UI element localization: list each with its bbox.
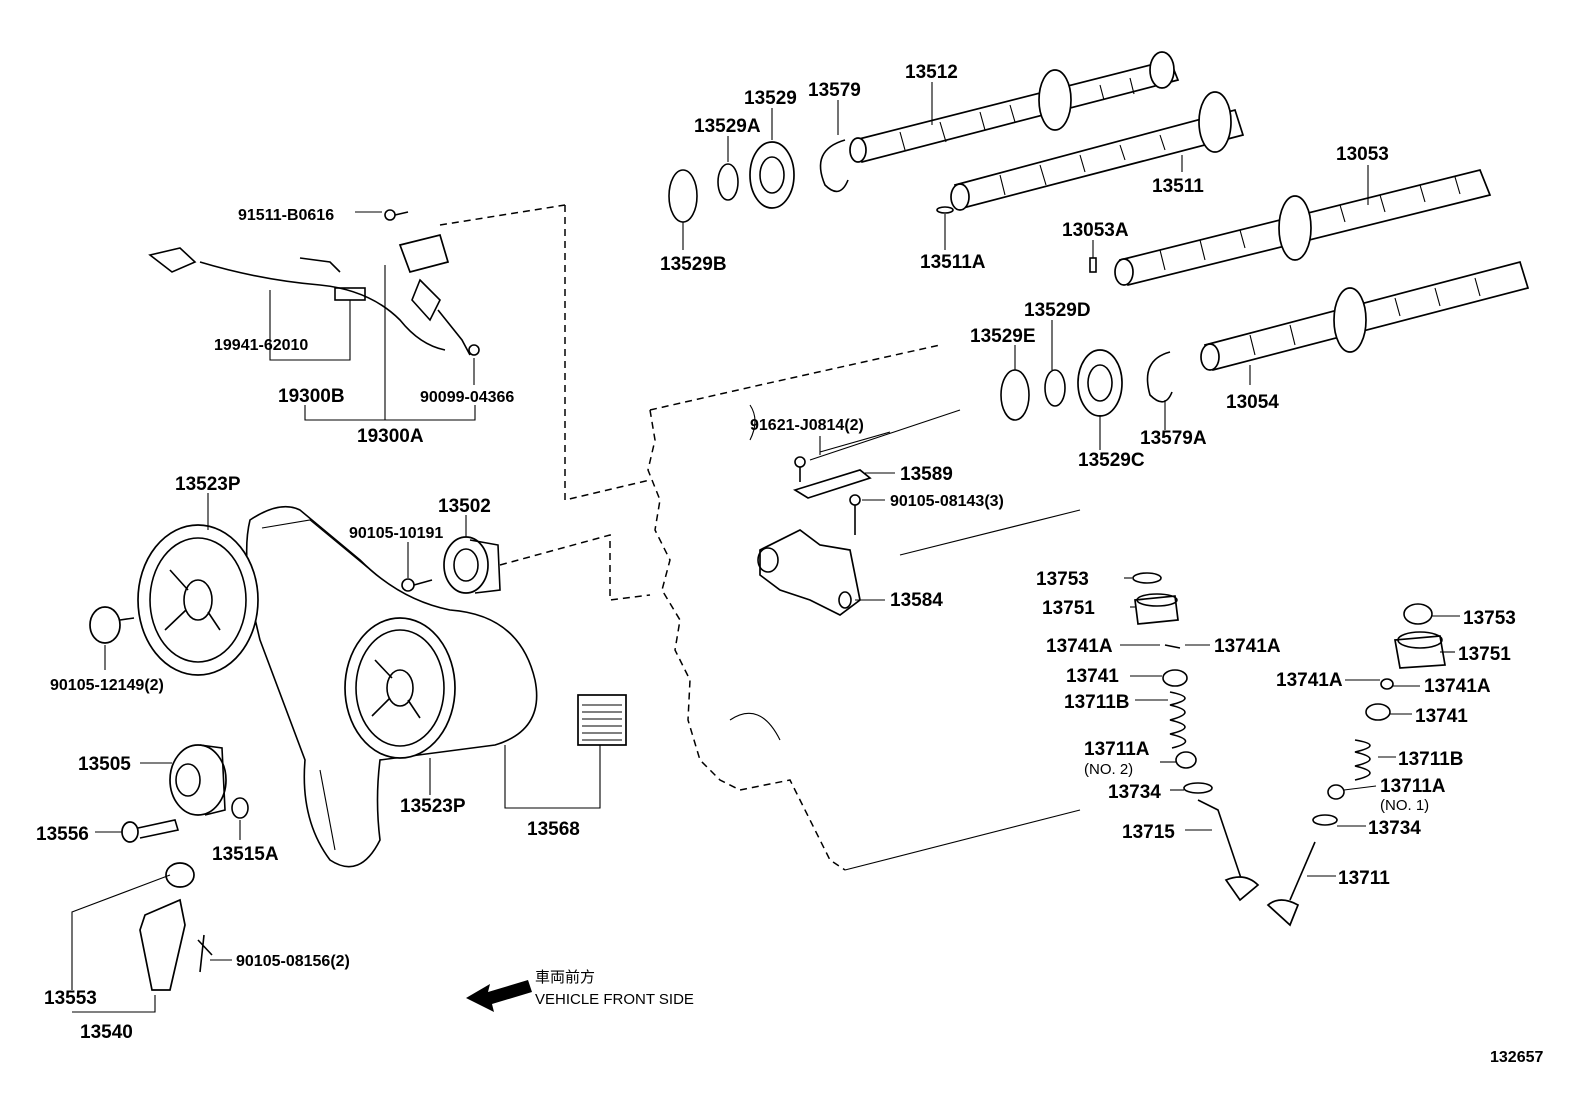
- pin-13053A: [1089, 257, 1097, 273]
- label-13751-left: 13751: [1042, 598, 1095, 619]
- label-13711B-left: 13711B: [1064, 692, 1130, 713]
- ring-13529D: [1044, 369, 1066, 407]
- label-13053A: 13053A: [1062, 220, 1129, 241]
- pin-13511A: [936, 206, 954, 214]
- camshaft-13054: [1200, 260, 1530, 372]
- bracket-13584: [757, 529, 861, 616]
- bolt-91511: [384, 209, 409, 221]
- bolt-13556: [121, 819, 180, 843]
- label-13589: 13589: [900, 464, 953, 485]
- label-13053: 13053: [1336, 144, 1389, 165]
- label-13734-left: 13734: [1108, 782, 1161, 803]
- label-13529E: 13529E: [970, 326, 1036, 347]
- direction-note-japanese: 車両前方: [535, 969, 595, 986]
- gear-13529C: [1077, 349, 1123, 417]
- vehicle-front-arrow-icon: [466, 980, 532, 1012]
- label-19300A: 19300A: [357, 426, 424, 447]
- bolt-91621: [794, 456, 806, 482]
- label-19941-62010: 19941-62010: [214, 337, 308, 354]
- label-13579A: 13579A: [1140, 428, 1207, 449]
- label-13511A: 13511A: [920, 252, 986, 273]
- pulley-13523P-bottom: [344, 617, 456, 759]
- label-13584: 13584: [890, 590, 943, 611]
- valve-train-right: [1266, 603, 1446, 927]
- ring-13529B: [668, 169, 698, 223]
- tensioner-13505: [169, 744, 227, 816]
- camshaft-13512: [849, 51, 1180, 164]
- label-13553: 13553: [44, 988, 97, 1009]
- bolt-90105-08143: [849, 494, 861, 535]
- camshaft-13053: [1114, 168, 1492, 287]
- cover-13568: [577, 694, 627, 746]
- label-19300B: 19300B: [278, 386, 345, 407]
- label-13711B-right: 13711B: [1398, 749, 1464, 770]
- label-13753-left: 13753: [1036, 569, 1089, 590]
- label-13523P-bottom: 13523P: [400, 796, 466, 817]
- ring-13579: [819, 139, 849, 193]
- plate-13589: [792, 469, 872, 499]
- label-90099-04366: 90099-04366: [420, 389, 514, 406]
- valve-train-left: [1132, 572, 1260, 902]
- label-13741-right: 13741: [1415, 706, 1468, 727]
- label-13579: 13579: [808, 80, 861, 101]
- bolt-90105-10191: [401, 578, 433, 592]
- label-13505: 13505: [78, 754, 131, 775]
- label-91511-B0616: 91511-B0616: [238, 207, 334, 224]
- ring-13529A: [717, 163, 739, 201]
- label-13741-left: 13741: [1066, 666, 1119, 687]
- label-13529: 13529: [744, 88, 797, 109]
- label-90105-08143: 90105-08143(3): [890, 493, 1004, 510]
- label-13523P-top: 13523P: [175, 474, 241, 495]
- label-13741A-left-2: 13741A: [1214, 636, 1281, 657]
- ring-13529E: [1000, 369, 1030, 421]
- part-labels: 13512 13529 13579 13529A 13529B 13511 13…: [36, 62, 1543, 1066]
- label-13741A-right-1: 13741A: [1276, 670, 1343, 691]
- label-13529B: 13529B: [660, 254, 727, 275]
- bolt-90105-12149: [89, 606, 135, 644]
- washer-13515A: [231, 797, 249, 819]
- label-90105-12149: 90105-12149(2): [50, 677, 164, 694]
- leader-lines: [71, 82, 1460, 1013]
- cam-sensor-harness-19300: [148, 233, 471, 356]
- timing-belt-13568-path: [245, 505, 538, 868]
- label-91621-J0814: 91621-J0814(2): [750, 417, 864, 434]
- label-13734-right: 13734: [1368, 818, 1421, 839]
- label-13540: 13540: [80, 1022, 133, 1043]
- direction-note-english: VEHICLE FRONT SIDE: [535, 991, 694, 1008]
- label-13741A-left-1: 13741A: [1046, 636, 1113, 657]
- ring-13579A: [1146, 351, 1173, 403]
- label-13054: 13054: [1226, 392, 1279, 413]
- label-13529C: 13529C: [1078, 450, 1145, 471]
- label-13711A-left: 13711A: [1084, 739, 1150, 760]
- label-90105-08156: 90105-08156(2): [236, 953, 350, 970]
- label-13529D: 13529D: [1024, 300, 1091, 321]
- label-13511: 13511: [1152, 176, 1204, 197]
- label-13556: 13556: [36, 824, 89, 845]
- camshaft-13511: [950, 91, 1245, 211]
- label-13711A-left-note: (NO. 2): [1084, 761, 1133, 778]
- engine-head-outline: [439, 204, 1081, 871]
- label-13711A-right-note: (NO. 1): [1380, 797, 1429, 814]
- pulley-13523P-top: [137, 524, 259, 676]
- label-13502: 13502: [438, 496, 491, 517]
- diagram-id: 132657: [1490, 1049, 1543, 1066]
- label-13753-right: 13753: [1463, 608, 1516, 629]
- bolt-90099: [468, 344, 480, 356]
- gear-13529: [749, 141, 795, 209]
- tensioner-13540: [139, 862, 213, 991]
- label-13711: 13711: [1338, 868, 1390, 889]
- label-13741A-right-2: 13741A: [1424, 676, 1491, 697]
- label-13715: 13715: [1122, 822, 1175, 843]
- label-13568: 13568: [527, 819, 580, 840]
- label-13751-right: 13751: [1458, 644, 1511, 665]
- idler-13502: [443, 536, 501, 594]
- label-13515A: 13515A: [212, 844, 279, 865]
- label-13512: 13512: [905, 62, 958, 83]
- label-90105-10191: 90105-10191: [349, 525, 443, 542]
- label-13529A: 13529A: [694, 116, 761, 137]
- label-13711A-right: 13711A: [1380, 776, 1446, 797]
